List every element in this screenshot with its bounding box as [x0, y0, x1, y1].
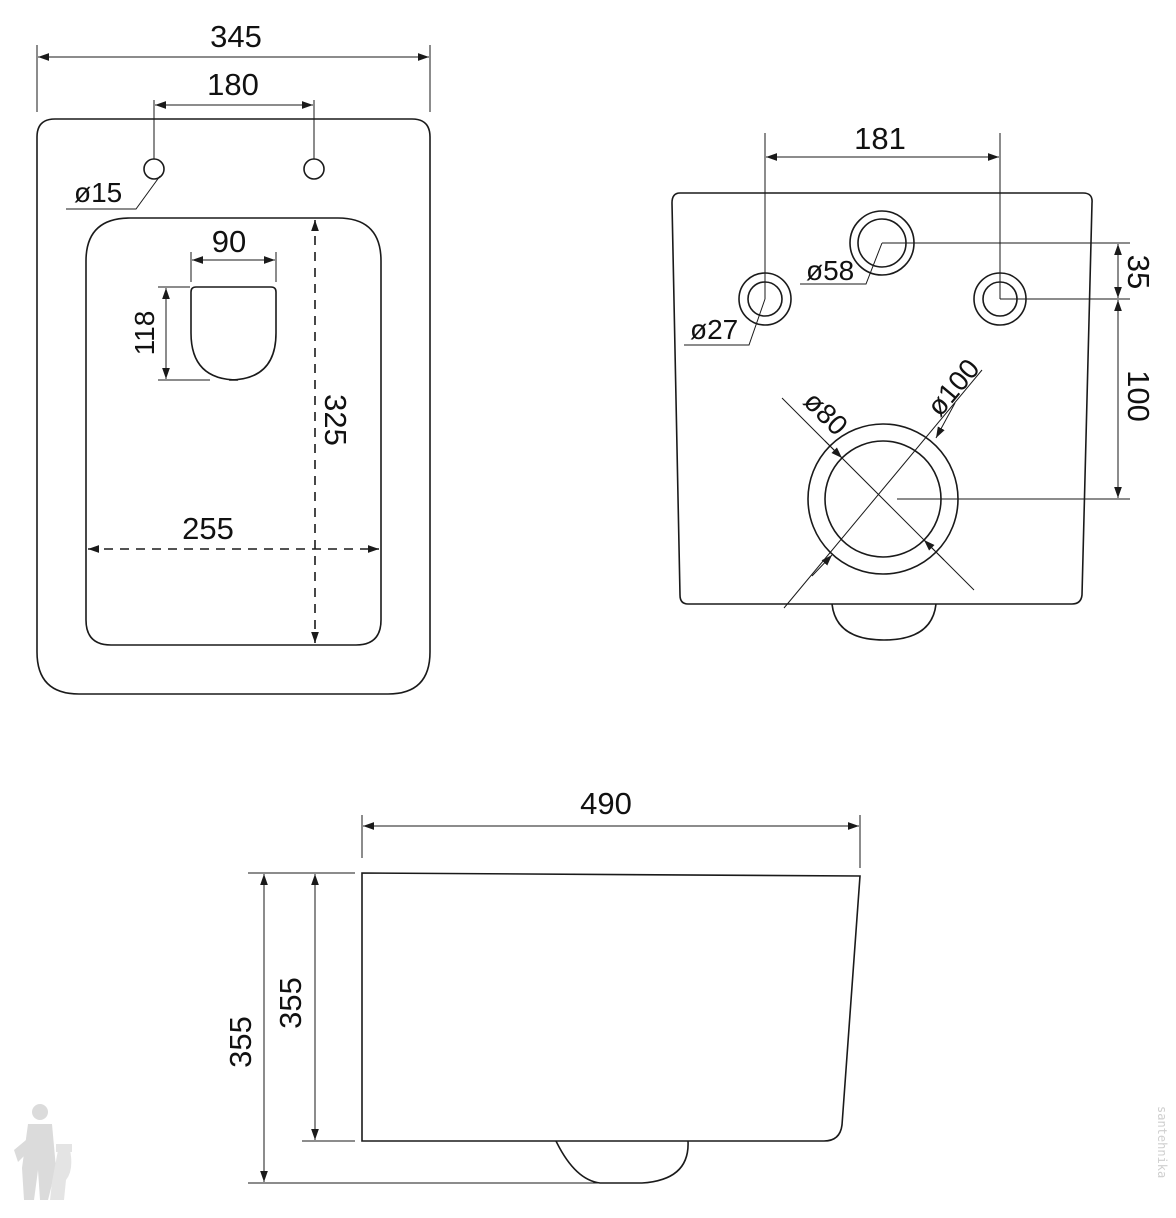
mounting-hole-left	[143, 158, 165, 180]
side-trap	[555, 1140, 689, 1184]
label-outlet-outer-diameter: ø100	[921, 353, 986, 422]
label-inlet-offset: 35	[1121, 255, 1156, 289]
top-view-outline	[36, 118, 431, 695]
dimension-line-outlet-outer	[783, 369, 983, 609]
bowl-outline	[85, 217, 382, 646]
label-height-outer: 355	[223, 1016, 258, 1068]
label-bowl-width: 255	[182, 511, 234, 546]
label-bolt-hole-diameter: ø27	[690, 314, 738, 345]
rear-trap	[831, 603, 937, 641]
label-hole-diameter: ø15	[74, 177, 122, 208]
dimension-line-outlet-inner	[781, 397, 975, 591]
side-view: 490 355 355	[223, 786, 861, 1184]
label-outlet-inner-diameter: ø80	[798, 385, 854, 441]
rear-view-outline	[671, 192, 1093, 605]
mounting-hole-right	[303, 158, 325, 180]
label-seat-width: 90	[212, 224, 246, 259]
label-inlet-diameter: ø58	[806, 255, 854, 286]
side-view-outline	[361, 872, 861, 1142]
plumber-icon	[14, 1104, 72, 1200]
label-bowl-depth: 325	[318, 394, 353, 446]
rear-view: 181 ø58 ø27 35 100 ø80 ø100	[671, 121, 1156, 641]
watermark-text: santehnika	[1155, 1106, 1169, 1178]
label-bolt-spacing: 181	[854, 121, 906, 156]
seat-opening	[190, 286, 277, 381]
label-outlet-offset: 100	[1121, 370, 1156, 422]
label-hole-spacing: 180	[207, 67, 259, 102]
label-length: 490	[580, 786, 632, 821]
label-height-inner: 355	[273, 977, 308, 1029]
label-seat-height: 118	[129, 311, 160, 356]
label-width: 345	[210, 19, 262, 54]
top-view: 345 180 ø15 90 118 325 255	[36, 19, 431, 695]
